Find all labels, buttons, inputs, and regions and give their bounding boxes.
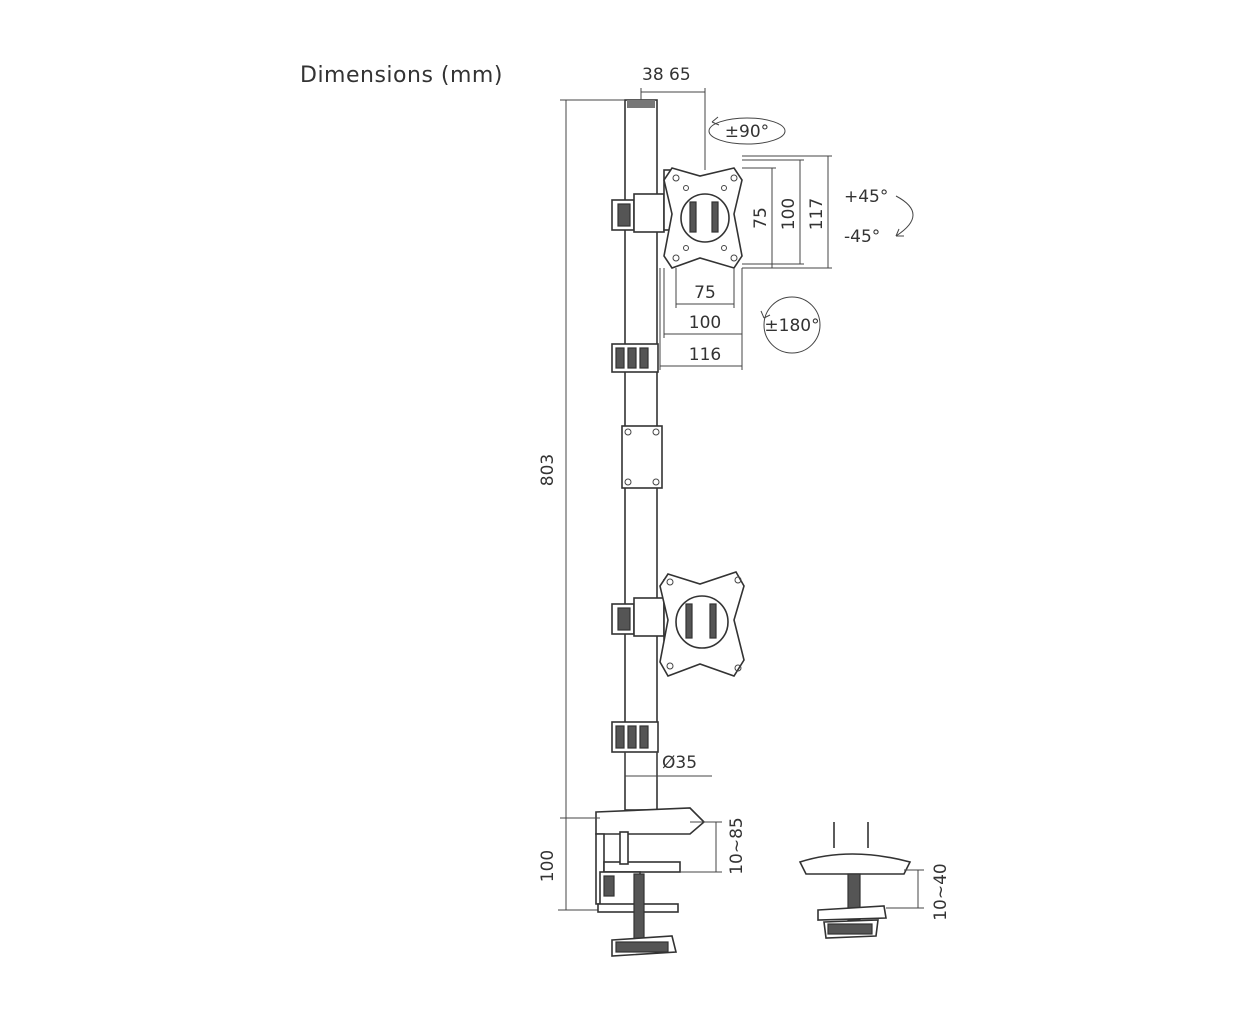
vesa-width-75-label: 75 [694,283,716,303]
lower-arm-assembly [611,571,745,677]
desk-clamp [595,807,706,957]
plate-width-label: 116 [689,345,721,365]
pole-diameter-dimension: Ø35 [624,752,712,780]
tilt-indicator: +45° -45° [844,187,914,247]
upper-arm-assembly [611,167,743,269]
top-offset-label: 38 65 [642,65,691,85]
grommet-range-label: 10~40 [931,863,951,921]
vesa-vertical-dimensions: 75 100 117 [742,155,832,269]
vesa-height-75-label: 75 [751,207,771,229]
pole-diameter-label: Ø35 [662,753,697,773]
upper-collar [611,343,659,373]
tilt-down-label: -45° [844,227,880,247]
clamp-range-label: 10~85 [727,817,747,875]
vesa-height-100-label: 100 [779,198,799,230]
top-offset-dimension: 38 65 [640,65,706,170]
clamp-dimensions: 100 10~85 [538,817,747,910]
diagram-title: Dimensions (mm) [300,63,503,88]
rotation-label: ±90° [725,122,769,142]
rotation-indicator: ±90° [708,116,786,145]
vesa-width-100-label: 100 [689,313,721,333]
clamp-height-label: 100 [538,850,558,882]
tilt-up-label: +45° [844,187,888,207]
grommet-dimensions: 10~40 [886,863,951,921]
lower-collar [611,721,659,753]
swivel-indicator: ±180° [760,296,821,354]
vesa-horizontal-dimensions: 75 100 116 [659,268,743,370]
pole-height-label: 803 [538,454,558,486]
plate-height-label: 117 [807,198,827,230]
swivel-label: ±180° [764,316,819,336]
grommet-base [798,822,912,939]
pole-joint-plate [621,425,663,489]
pole-height-dimension: 803 [538,99,625,911]
